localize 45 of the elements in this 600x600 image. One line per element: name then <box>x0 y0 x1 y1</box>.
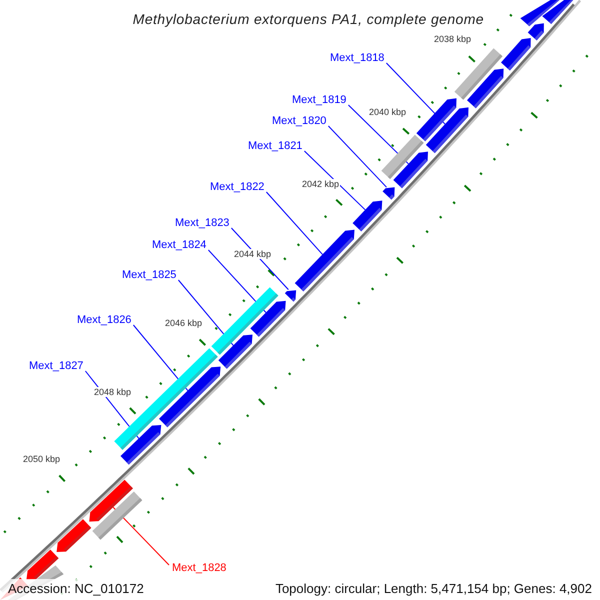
position-label: 2050 kbp <box>22 454 62 464</box>
gene-bar <box>92 492 142 540</box>
position-label: 2044 kbp <box>233 249 272 259</box>
leader-line <box>348 104 409 164</box>
gene-feature <box>426 107 468 154</box>
position-label: 2040 kbp <box>368 107 408 117</box>
gene-feature <box>56 519 92 552</box>
gene-label: Mext_1828 <box>172 562 226 575</box>
leader-line <box>112 506 170 566</box>
gene-label: Mext_1826 <box>77 314 132 327</box>
gene-feature <box>218 334 252 369</box>
gene-feature <box>352 200 382 232</box>
gene-feature <box>542 0 574 24</box>
leader-line <box>208 250 266 313</box>
genome-summary: Topology: circular; Length: 5,471,154 bp; Genes: 4,902 <box>275 581 592 597</box>
leader-line <box>266 192 323 255</box>
gene-feature <box>501 38 531 70</box>
position-label: 2042 kbp <box>301 179 340 189</box>
gene-feature <box>467 68 504 108</box>
leader-line <box>304 150 366 210</box>
leader-line <box>386 62 446 125</box>
position-label: 2048 kbp <box>93 387 132 397</box>
gene-label: Mext_1825 <box>122 269 176 282</box>
leader-line <box>132 324 188 392</box>
gene-label: Mext_1819 <box>292 94 346 107</box>
gene-feature <box>528 23 544 40</box>
position-label: 2046 kbp <box>164 318 204 328</box>
gene-feature <box>382 187 395 200</box>
gene-label: Mext_1823 <box>175 217 230 230</box>
leader-line <box>328 126 387 188</box>
gene-label: Mext_1818 <box>330 52 384 65</box>
gene-label: Mext_1822 <box>210 181 264 194</box>
leader-line <box>178 280 234 346</box>
gene-feature <box>250 300 286 337</box>
gene-feature <box>159 366 221 428</box>
gene-label: Mext_1821 <box>248 140 302 153</box>
gene-feature <box>120 425 162 465</box>
gene-label: Mext_1824 <box>152 239 206 252</box>
gene-label: Mext_1820 <box>272 115 326 128</box>
genome-title: Methylobacterium extorquens PA1, complete genome <box>132 10 484 29</box>
gene-feature <box>294 230 354 292</box>
gene-feature <box>393 152 428 188</box>
gene-label: Mext_1827 <box>29 360 84 373</box>
gene-feature <box>284 290 296 302</box>
position-label: 2038 kbp <box>433 34 472 44</box>
